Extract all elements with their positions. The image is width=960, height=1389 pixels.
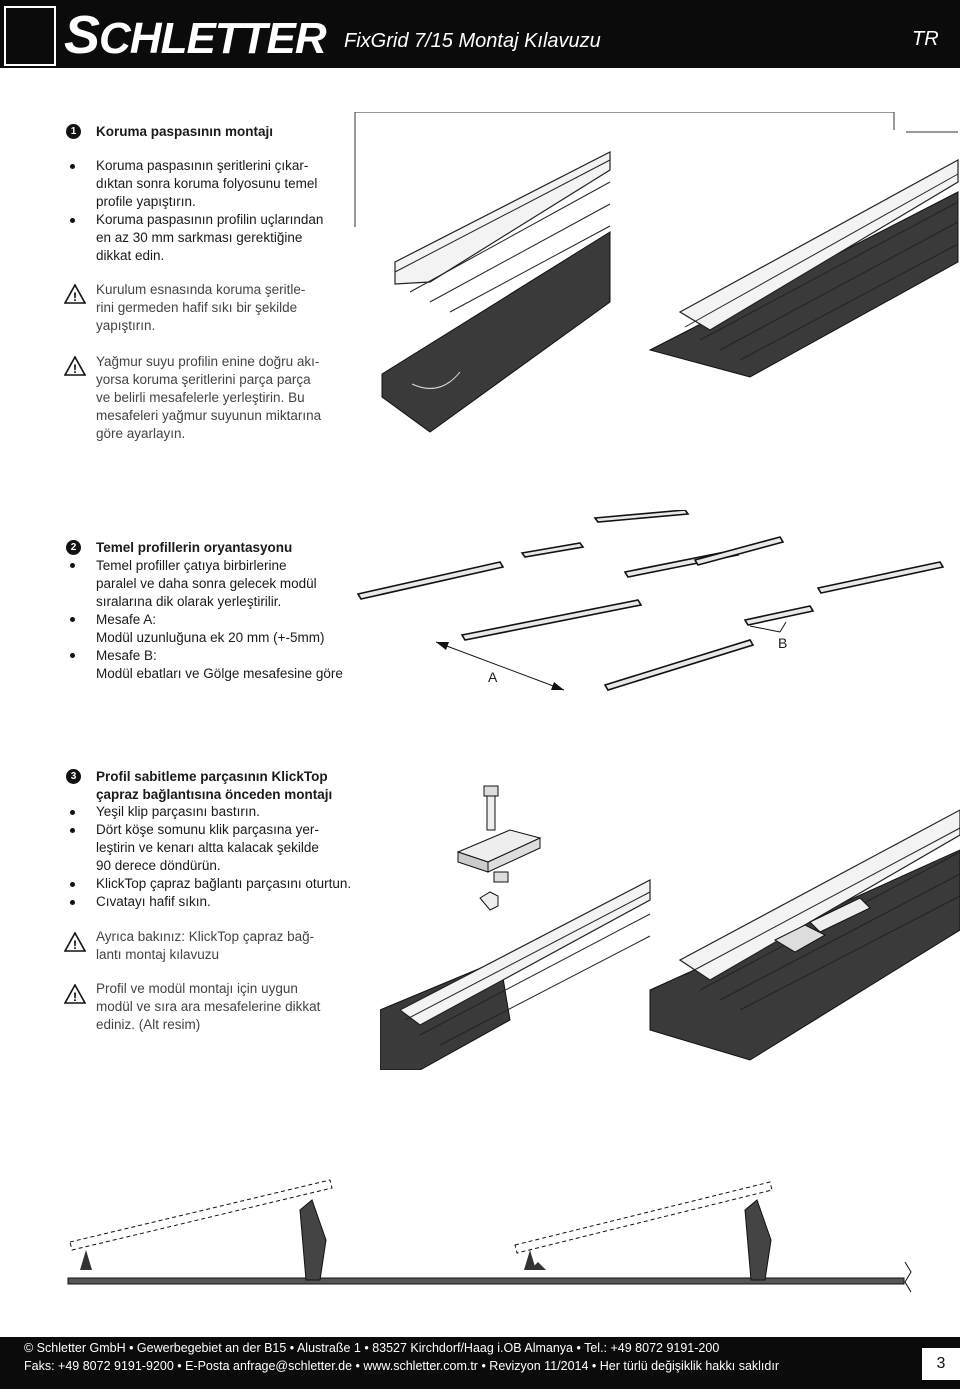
logo-mark	[4, 6, 56, 66]
tilted-rows-side-view-illustration	[67, 1179, 912, 1293]
bullet-icon	[70, 900, 75, 905]
bullet-icon	[70, 617, 75, 622]
klicktop-parts-illustration	[456, 785, 542, 911]
svg-text:!: !	[73, 290, 77, 304]
dimension-b-label: B	[778, 635, 788, 651]
bullet-icon	[70, 653, 75, 658]
profiles-with-klicktop-illustration	[380, 809, 960, 1070]
step-3-bullet-1: Yeşil klip parçasını bastırın.	[96, 804, 260, 819]
warning-triangle-icon: !	[64, 284, 86, 304]
step-1-warning-2: Yağmur suyu profilin enine doğru akı-yor…	[96, 354, 322, 441]
step-1-number-icon: 1	[66, 124, 81, 139]
step-3-number-icon: 3	[66, 769, 81, 784]
language-code: TR	[912, 28, 939, 50]
bullet-icon	[70, 218, 75, 223]
document-title: FixGrid 7/15 Montaj Kılavuzu	[344, 30, 601, 52]
step-3-warning-1: Ayrıca bakınız: KlickTop çapraz bağ-lant…	[96, 929, 315, 962]
bullet-icon	[70, 882, 75, 887]
bullet-icon	[70, 828, 75, 833]
protective-mat-illustration	[354, 112, 959, 433]
step-3-bullet-3: KlickTop çapraz bağlantı parçasını oturt…	[96, 876, 352, 891]
warning-triangle-icon: !	[64, 932, 86, 952]
step-2-bullet-3: Mesafe B:Modül ebatları ve Gölge mesafes…	[96, 648, 343, 681]
page-footer: © Schletter GmbH • Gewerbegebiet an der …	[0, 1337, 960, 1389]
footer-contact: Faks: +49 8072 9191-9200 • E-Posta anfra…	[24, 1359, 779, 1373]
step-2-number-icon: 2	[66, 540, 81, 555]
warning-triangle-icon: !	[64, 984, 86, 1004]
page-number: 3	[922, 1348, 960, 1380]
svg-text:!: !	[73, 362, 77, 376]
warning-triangle-icon: !	[64, 356, 86, 376]
step-2-heading: Temel profillerin oryantasyonu	[96, 540, 293, 555]
svg-text:!: !	[73, 990, 77, 1004]
step-1-warning-1: Kurulum esnasında koruma şeritle-rini ge…	[96, 282, 306, 333]
company-logo: SCHLETTER	[64, 5, 327, 65]
bullet-icon	[70, 164, 75, 169]
step-2-bullet-2: Mesafe A:Modül uzunluğuna ek 20 mm (+-5m…	[96, 612, 325, 645]
step-1-bullet-1: Koruma paspasının şeritlerini çıkar-dıkt…	[96, 158, 318, 209]
dimension-a-label: A	[488, 669, 498, 685]
base-profile-layout-diagram	[356, 510, 945, 691]
step-1-heading: Koruma paspasının montajı	[96, 124, 274, 139]
step-3-bullet-2: Dört köşe somunu klik parçasına yer-leşt…	[96, 822, 319, 873]
bullet-icon	[70, 810, 75, 815]
step-3-bullet-4: Cıvatayı hafif sıkın.	[96, 894, 211, 909]
page-header: SCHLETTER FixGrid 7/15 Montaj Kılavuzu T…	[0, 0, 960, 68]
footer-address: © Schletter GmbH • Gewerbegebiet an der …	[24, 1341, 720, 1355]
svg-text:!: !	[73, 938, 77, 952]
bullet-icon	[70, 563, 75, 568]
